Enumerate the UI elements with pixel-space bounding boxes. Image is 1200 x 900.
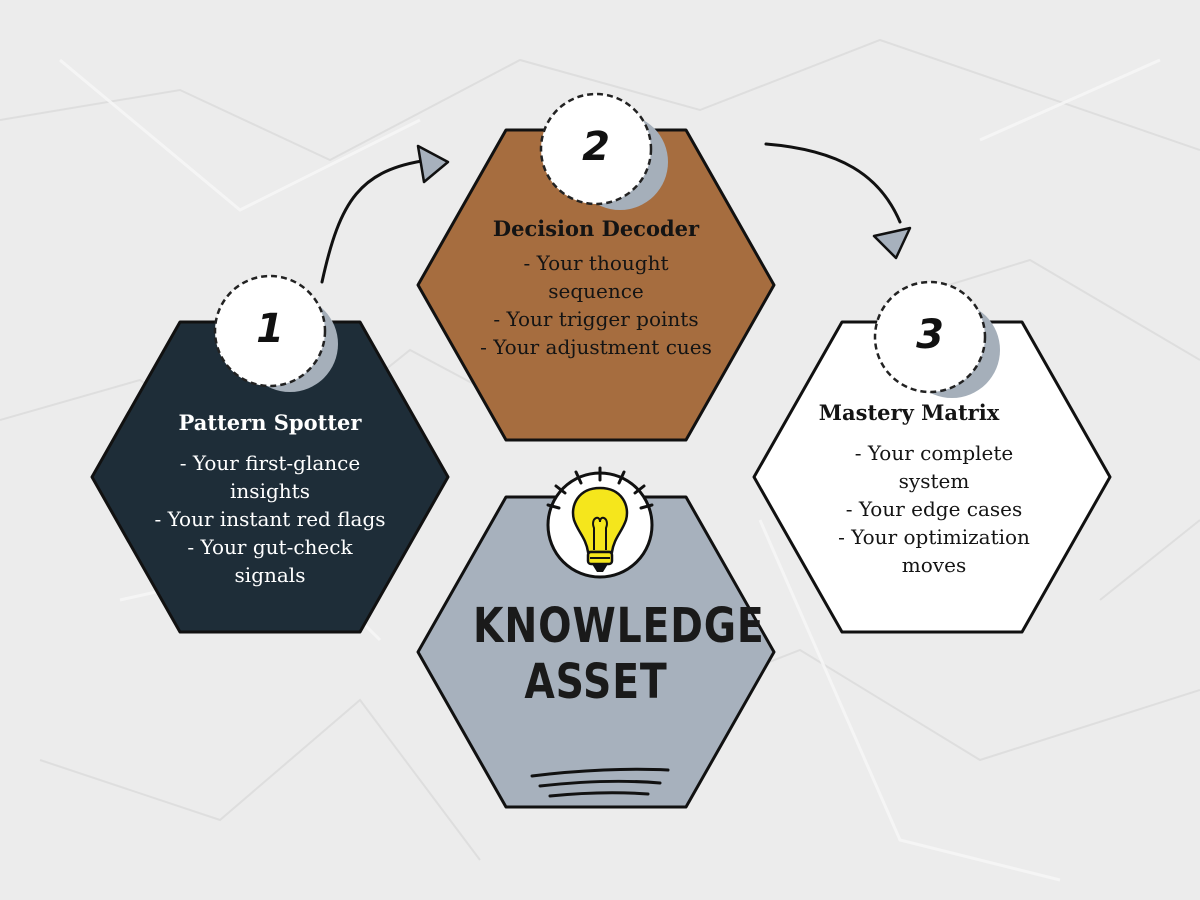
mastery-matrix-line: moves: [901, 553, 967, 577]
mastery-matrix-content: Mastery Matrix - Your complete system - …: [784, 400, 1084, 579]
pattern-spotter-line: - Your first-glance: [179, 451, 361, 475]
pattern-spotter-line: - Your gut-check: [187, 535, 353, 559]
decision-decoder-content: Decision Decoder - Your thought sequence…: [448, 216, 744, 361]
mastery-matrix-line: - Your optimization: [838, 525, 1030, 549]
arrow-2-to-3: [764, 142, 912, 260]
hex-decision-decoder: [416, 128, 776, 442]
pattern-spotter-line: signals: [234, 563, 306, 587]
arrow-1-to-2: [320, 144, 450, 284]
hex-mastery-matrix: [752, 320, 1112, 634]
step-number-3: 3: [916, 312, 944, 358]
decision-decoder-list: - Your thought sequence - Your trigger p…: [448, 249, 744, 361]
pattern-spotter-content: Pattern Spotter - Your first-glance insi…: [120, 410, 420, 589]
step-number-2: 2: [582, 124, 610, 170]
hex-pattern-spotter: [90, 320, 450, 634]
lightbulb-icon: [546, 466, 654, 579]
mastery-matrix-list: - Your complete system - Your edge cases…: [784, 439, 1084, 579]
underline-scribble: [530, 767, 670, 798]
decision-decoder-line: - Your thought: [523, 251, 669, 275]
mastery-matrix-line: - Your edge cases: [845, 497, 1023, 521]
mastery-matrix-title: Mastery Matrix: [818, 400, 1000, 425]
decision-decoder-title: Decision Decoder: [492, 216, 700, 241]
step-badge-3: [873, 280, 1000, 398]
knowledge-asset-title-line-1: KNOWLEDGE: [473, 598, 765, 654]
step-number-1: 1: [256, 306, 284, 352]
knowledge-asset-title-line-2: ASSET: [524, 654, 668, 710]
pattern-spotter-line: - Your instant red flags: [154, 507, 386, 531]
mastery-matrix-line: - Your complete: [854, 441, 1014, 465]
step-badge-2: [539, 92, 668, 210]
hex-knowledge-asset: [416, 495, 776, 809]
mastery-matrix-line: system: [898, 469, 970, 493]
decision-decoder-line: - Your adjustment cues: [480, 335, 712, 359]
step-badge-1: [213, 274, 338, 392]
decision-decoder-line: - Your trigger points: [493, 307, 699, 331]
pattern-spotter-list: - Your first-glance insights - Your inst…: [120, 449, 420, 589]
pattern-spotter-line: insights: [230, 479, 310, 503]
pattern-spotter-title: Pattern Spotter: [178, 410, 362, 435]
decision-decoder-line: sequence: [548, 279, 644, 303]
